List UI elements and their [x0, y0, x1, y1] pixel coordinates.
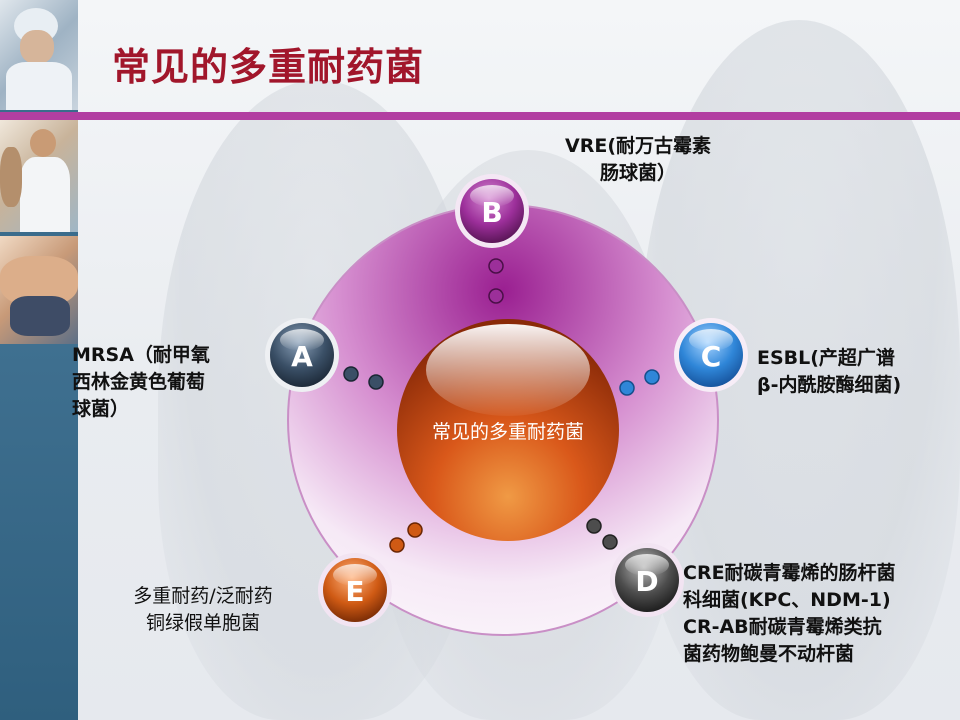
label-pseudomonas-line-2: 铜绿假单胞菌 [145, 612, 260, 634]
left-photo-strip [0, 0, 78, 720]
photo-blood-pressure [0, 236, 78, 344]
label-pseudomonas: 多重耐药/泛耐药 铜绿假单胞菌 [108, 583, 298, 637]
photo-doctors [0, 117, 78, 232]
label-esbl-line-2: β-内酰胺酶细菌) [757, 374, 902, 396]
node-b-letter: B [481, 196, 502, 229]
label-cre: CRE耐碳青霉烯的肠杆菌 科细菌(KPC、NDM-1) CR-AB耐碳青霉烯类抗… [683, 560, 958, 668]
connector-dots-d [586, 518, 618, 550]
node-c: C [674, 318, 748, 392]
node-c-letter: C [701, 340, 722, 373]
label-vre-line-1: VRE(耐万古霉素 [565, 135, 711, 157]
label-mrsa-line-2: 西林金黄色葡萄 [72, 371, 206, 393]
label-cre-line-1: CRE耐碳青霉烯的肠杆菌 [683, 562, 896, 584]
label-cre-line-3: CR-AB耐碳青霉烯类抗 [683, 616, 882, 638]
center-sphere: 常见的多重耐药菌 [397, 319, 619, 541]
slide-title: 常见的多重耐药菌 [112, 45, 425, 89]
sidebar-panel [0, 344, 78, 720]
connector-dots-e [389, 522, 423, 553]
label-cre-line-4: 菌药物鲍曼不动杆菌 [683, 643, 855, 665]
connector-dots-a [343, 366, 384, 390]
label-mrsa-line-3: 球菌） [72, 398, 130, 420]
label-esbl: ESBL(产超广谱 β-内酰胺酶细菌) [757, 345, 957, 399]
label-pseudomonas-line-1: 多重耐药/泛耐药 [133, 585, 273, 607]
node-a-letter: A [291, 340, 313, 373]
connector-dots-c [619, 369, 660, 396]
node-d-letter: D [635, 565, 658, 598]
label-esbl-line-1: ESBL(产超广谱 [757, 347, 895, 369]
label-mrsa-line-1: MRSA（耐甲氧 [72, 344, 210, 366]
node-b: B [455, 174, 529, 248]
label-mrsa: MRSA（耐甲氧 西林金黄色葡萄 球菌） [72, 342, 272, 423]
label-vre-line-2: 肠球菌） [599, 162, 676, 184]
label-vre: VRE(耐万古霉素 肠球菌） [538, 133, 738, 187]
photo-surgeon [0, 0, 78, 110]
label-cre-line-2: 科细菌(KPC、NDM-1) [683, 589, 891, 611]
center-label: 常见的多重耐药菌 [432, 421, 584, 443]
node-e-letter: E [345, 575, 364, 608]
title-divider [0, 112, 960, 120]
node-d: D [610, 543, 684, 617]
connector-dots-b [488, 258, 504, 304]
node-e: E [318, 553, 392, 627]
node-a: A [265, 318, 339, 392]
